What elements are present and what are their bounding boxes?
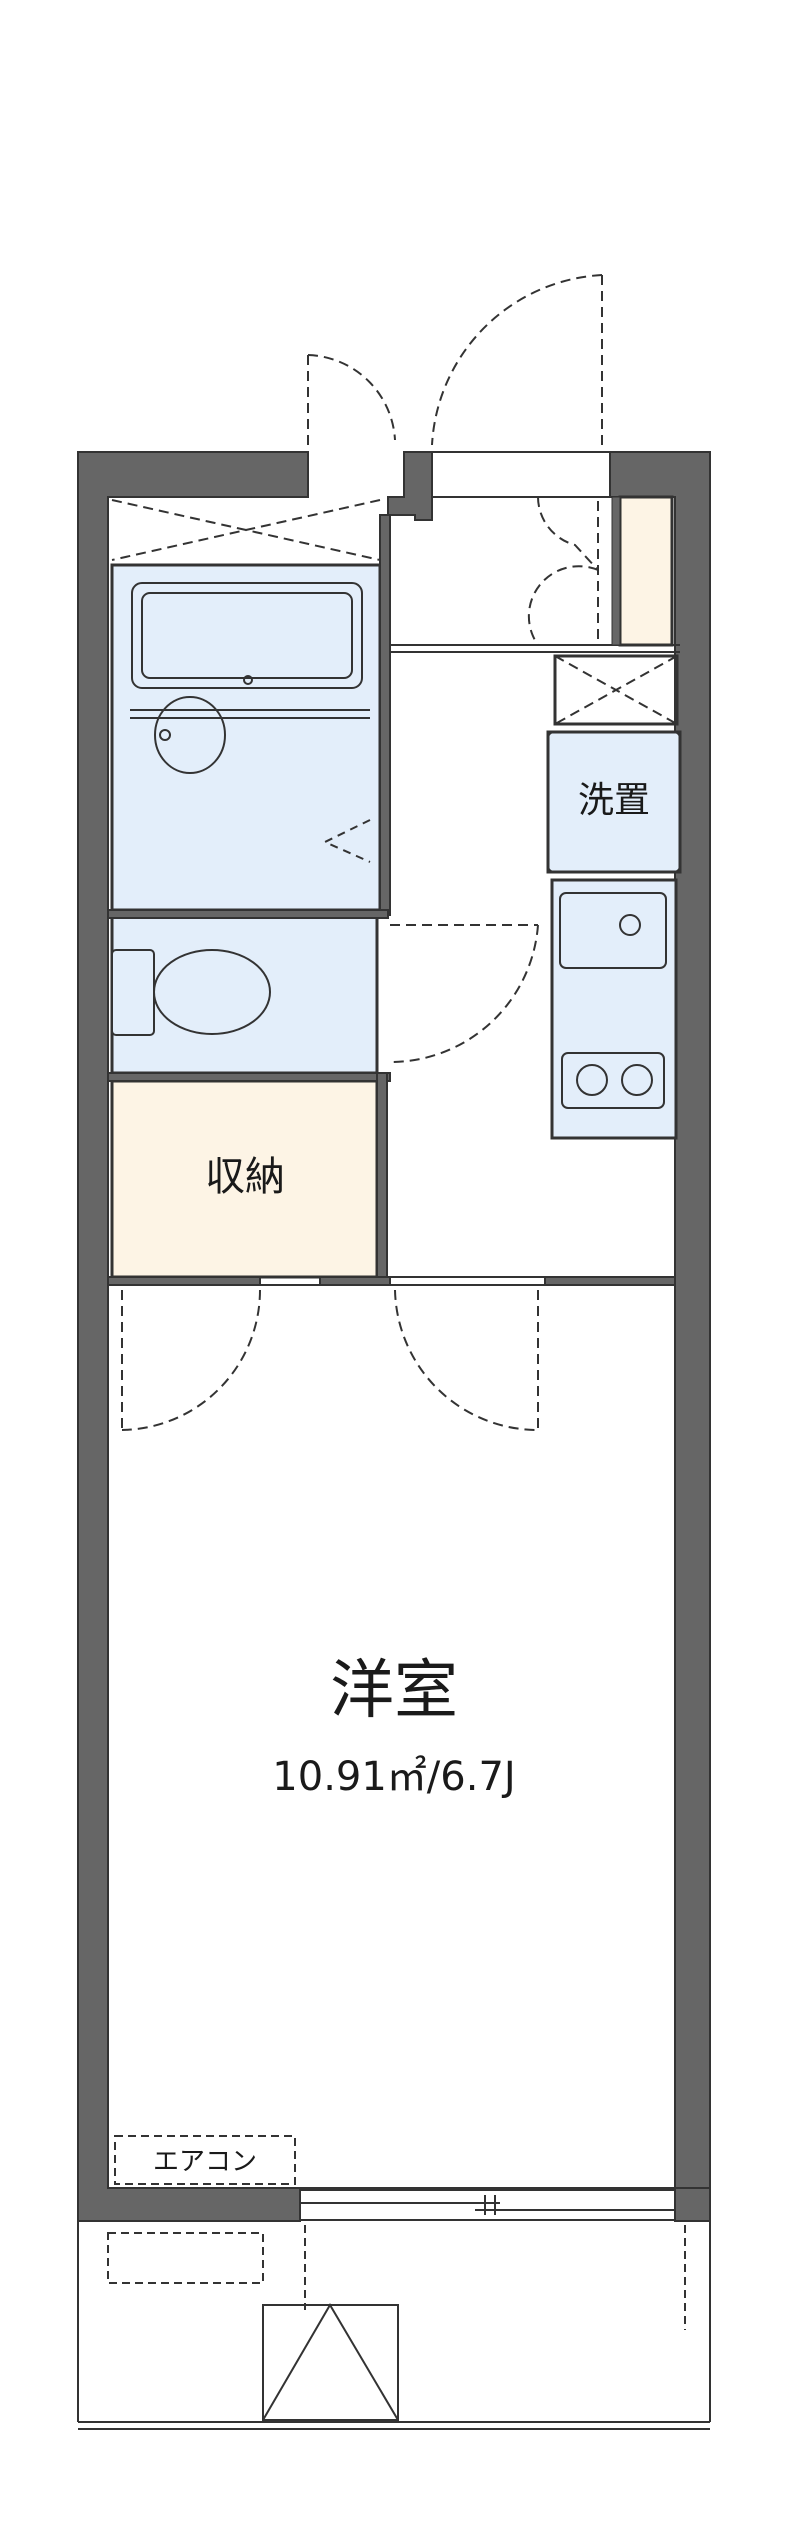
bathtub [130,582,371,863]
aircon-box [114,2135,296,2185]
interior-walls [107,514,676,1286]
aircon-label: エアコン [153,2147,257,2177]
entrance-lines [108,451,680,1286]
toilet-fixture [111,949,271,1036]
washer-label: 洗置 [578,780,650,821]
storage-label: 収納 [205,1154,285,1200]
doors [121,274,603,1431]
room-fills [110,495,682,1279]
western-room [107,1284,676,2189]
kitchen-fixtures [551,879,677,1139]
western-room-name: 洋室 [330,1654,458,1728]
balcony [77,2221,711,2430]
shoe-cabinet-outline [611,496,621,646]
storage-room [110,1079,379,1279]
balcony-window [299,2189,676,2221]
washer-outline [547,731,681,873]
western-room-area: 10.91㎡/6.7J [272,1754,515,1800]
kitchen-unit [550,878,678,1140]
shoe-cabinet [618,495,674,647]
bathroom [110,563,382,912]
